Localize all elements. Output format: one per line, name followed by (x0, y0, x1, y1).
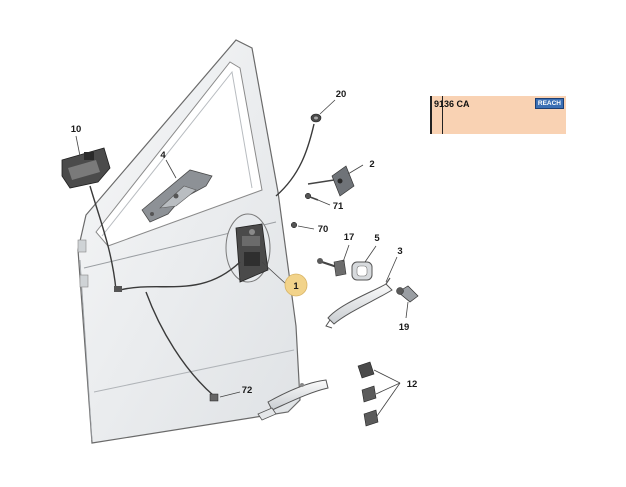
callout-3: 3 (397, 246, 402, 257)
clip (290, 221, 298, 229)
grommet (310, 113, 322, 123)
callout-labels: 1 2 3 4 5 10 12 17 19 20 70 71 72 (71, 89, 418, 396)
actuating-rod (317, 258, 347, 277)
cable-clip (114, 286, 122, 292)
handle-gasket (351, 261, 373, 281)
door-reinforcement-bracket (141, 169, 213, 223)
lock-mechanism (225, 213, 271, 283)
leader-lines (75, 99, 409, 417)
door-panel (77, 39, 301, 444)
exterior-handle-alt (257, 379, 329, 421)
callout-1-highlight (284, 273, 308, 297)
callout-20: 20 (336, 89, 347, 100)
lock-cylinder (396, 285, 419, 303)
exterior-door-handle (325, 277, 393, 329)
part-box-divider (442, 96, 443, 134)
callout-5: 5 (374, 233, 380, 244)
callout-2: 2 (369, 159, 374, 170)
callout-71: 71 (333, 201, 344, 212)
reach-badge: REACH (534, 98, 564, 109)
screw (304, 192, 319, 201)
part-number-code: 9136 CA (434, 99, 470, 109)
callout-12: 12 (407, 379, 418, 390)
callout-4: 4 (160, 150, 166, 161)
release-cables (89, 123, 315, 397)
callout-72: 72 (242, 385, 253, 396)
handle-clips (357, 361, 379, 427)
callout-70: 70 (318, 224, 329, 235)
striker-bracket (307, 165, 355, 197)
callout-19: 19 (399, 322, 410, 333)
callout-1: 1 (293, 281, 299, 292)
interior-handle-mechanism (61, 147, 111, 189)
callout-17: 17 (344, 232, 355, 243)
part-number-box: 9136 CA REACH (430, 96, 566, 134)
cable-retainer (209, 393, 219, 402)
callout-10: 10 (71, 124, 82, 135)
